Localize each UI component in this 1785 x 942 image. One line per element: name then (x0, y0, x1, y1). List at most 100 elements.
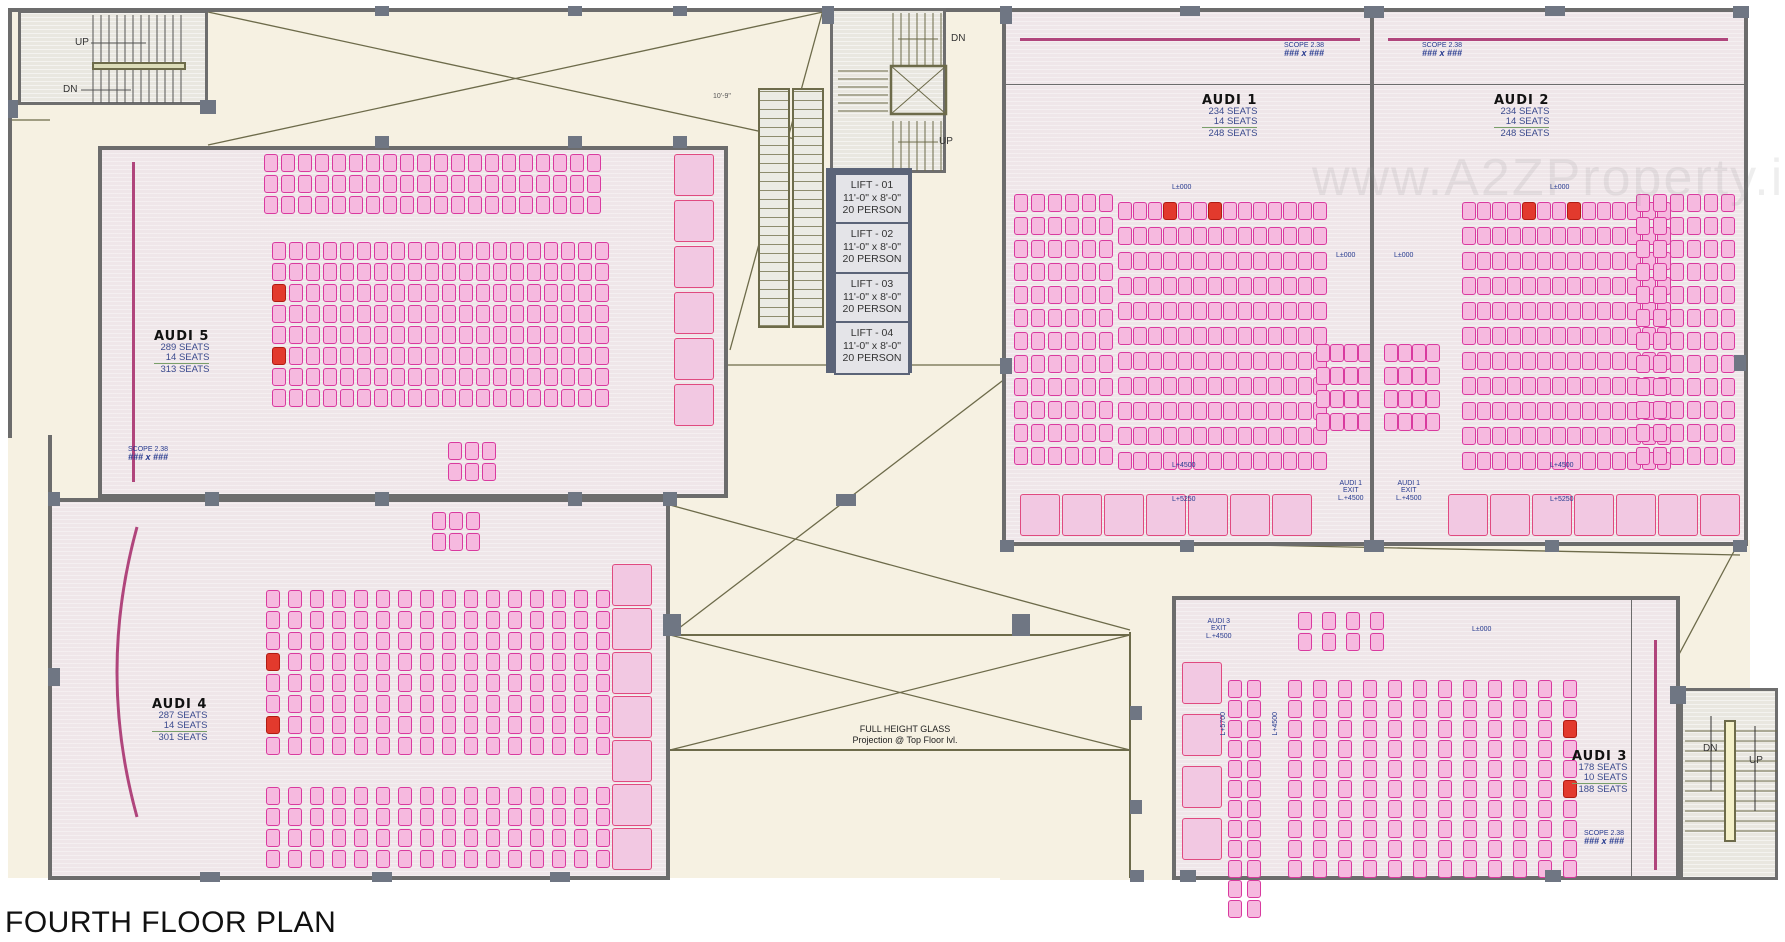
column (550, 872, 570, 882)
lift-size: 11'-0" x 8'-0" (843, 191, 901, 204)
column (48, 492, 60, 506)
exit-text: EXIT (1210, 625, 1227, 633)
lift-name: LIFT - 01 (850, 179, 894, 191)
column (200, 100, 216, 114)
audi-4: AUDI 4 287 SEATS 14 SEATS 301 SEATS (48, 498, 670, 880)
glass-note-line1: FULL HEIGHT GLASS (859, 724, 951, 734)
level-marker: L+4500 (1550, 462, 1574, 469)
scope-text: SCOPE 2.38 (1422, 42, 1463, 49)
scope-label: SCOPE 2.38 ### x ### (1284, 42, 1324, 59)
exit-audi: AUDI 1 (1339, 480, 1363, 487)
column (1130, 800, 1142, 814)
scope-label: SCOPE 2.38 ### x ### (128, 446, 168, 463)
column (1733, 540, 1747, 552)
column (663, 492, 677, 506)
column (1000, 540, 1014, 552)
regular-seats: 289 SEATS (160, 342, 210, 353)
column (372, 872, 392, 882)
audi-2: SCOPE 2.38 ### x ### AUDI 2 234 SEATS 14… (1370, 8, 1748, 546)
column (663, 614, 681, 636)
audi-name: AUDI 4 (152, 697, 208, 712)
column (48, 668, 60, 686)
column (375, 136, 389, 148)
column (568, 6, 582, 16)
stair-dn-label: DN (63, 84, 78, 95)
escalator-2 (792, 88, 824, 328)
column (1545, 6, 1565, 16)
level-marker: L+4500 (1172, 462, 1196, 469)
stair-up-label: UP (1749, 755, 1763, 766)
watermark: www.A2ZProperty.i (1312, 149, 1785, 207)
dimension-label: 10'-9" (713, 93, 731, 100)
screen-line (1020, 38, 1360, 41)
column (568, 136, 582, 148)
regular-seats: 178 SEATS (1578, 762, 1628, 773)
seat-block-recliner (1182, 662, 1222, 860)
outer-wall-left (8, 8, 12, 438)
column (1545, 870, 1561, 882)
column (1670, 686, 1686, 704)
column (375, 492, 389, 506)
exit-label: AUDI 3 EXIT L.+4500 (1206, 618, 1232, 640)
lift-size: 11'-0" x 8'-0" (843, 240, 901, 253)
seat-block-top (264, 154, 614, 214)
special-seats: 14 SEATS (1213, 115, 1258, 127)
seat-block-center (1462, 202, 1671, 470)
total-seats: 313 SEATS (154, 363, 210, 375)
lift-size: 11'-0" x 8'-0" (843, 339, 901, 352)
scope-symbol: ### x ### (1584, 836, 1625, 847)
aisle-level: L±000 (1472, 626, 1492, 633)
lift-03: LIFT - 03 11'-0" x 8'-0" 20 PERSON (834, 272, 910, 324)
lift-size: 11'-0" x 8'-0" (843, 290, 901, 303)
scope-text: SCOPE 2.38 (128, 446, 169, 453)
regular-seats: 287 SEATS (158, 710, 208, 721)
screen-curve (115, 526, 139, 818)
seat-block-left (1014, 194, 1113, 465)
stair-center: DN UP (830, 8, 965, 173)
seat-block-left (1228, 680, 1261, 918)
lift-02: LIFT - 02 11'-0" x 8'-0" 20 PERSON (834, 222, 910, 274)
scope-text: SCOPE 2.38 (1284, 42, 1325, 49)
level-marker: L+5250 (1550, 496, 1574, 503)
scope-label: SCOPE 2.38 ### x ### (1422, 42, 1462, 59)
exit-audi: AUDI 1 (1397, 480, 1421, 487)
lift-capacity: 20 PERSON (842, 253, 902, 266)
scope-label: SCOPE 2.38 ### x ### (1584, 830, 1624, 847)
audi-4-label: AUDI 4 287 SEATS 14 SEATS 301 SEATS (152, 697, 208, 743)
total-seats: 248 SEATS (1494, 127, 1550, 139)
regular-seats: 234 SEATS (1500, 106, 1550, 117)
column (1364, 540, 1384, 552)
lift-01: LIFT - 01 11'-0" x 8'-0" 20 PERSON (834, 173, 910, 225)
column (822, 6, 834, 24)
level-marker: L+5700 (1220, 712, 1227, 736)
full-height-glass-note: FULL HEIGHT GLASS Projection @ Top Floor… (820, 724, 990, 747)
stair-bottom-right: DN UP (1680, 688, 1778, 880)
column (1000, 6, 1012, 24)
stair-top-left: UP DN (18, 10, 208, 105)
seat-block-front (432, 512, 480, 551)
column (673, 136, 687, 148)
column (1364, 6, 1384, 18)
exit-label: AUDI 1 EXIT L.+4500 (1396, 480, 1422, 502)
lift-04: LIFT - 04 11'-0" x 8'-0" 20 PERSON (834, 321, 910, 375)
exit-level: L.+4500 (1206, 632, 1232, 640)
lift-capacity: 20 PERSON (842, 352, 902, 365)
column (1733, 6, 1749, 18)
audi-name: AUDI 3 (1572, 749, 1628, 764)
aisle-level: L±000 (1394, 252, 1414, 259)
aisle-level: L±000 (1336, 252, 1356, 259)
audi-1-label: AUDI 1 234 SEATS 14 SEATS 248 SEATS (1202, 94, 1258, 139)
column (205, 492, 219, 506)
scope-symbol: ### x ### (1422, 48, 1463, 59)
total-seats: 188 SEATS (1572, 783, 1628, 795)
stair-up-label: UP (75, 37, 89, 48)
special-seats: 10 SEATS (1583, 771, 1628, 783)
column (836, 494, 856, 506)
seat-block-left (1384, 344, 1440, 431)
level-marker: L±000 (1550, 184, 1570, 191)
seat-block-rear (448, 442, 496, 481)
column (375, 6, 389, 16)
lift-capacity: 20 PERSON (842, 204, 902, 217)
screen-line (132, 162, 135, 482)
audi-3: AUDI 3 EXIT L.+4500 L±000 (1172, 596, 1680, 918)
